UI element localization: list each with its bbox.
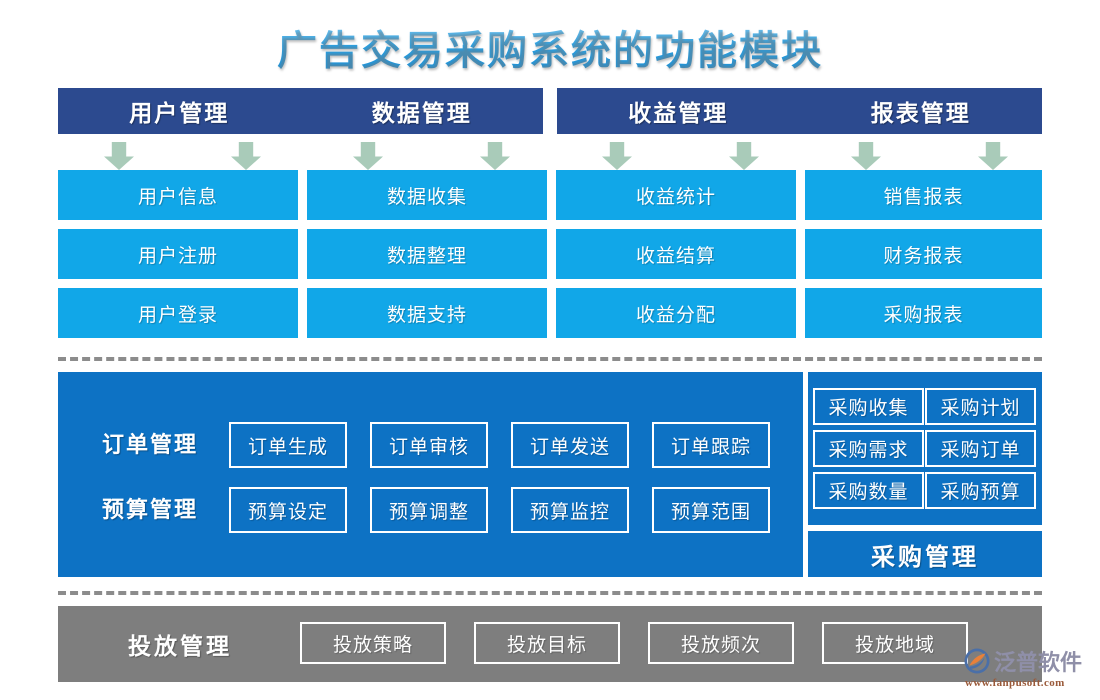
box-purchase-order[interactable]: 采购订单 [925, 430, 1036, 467]
leaf-revenue-settlement[interactable]: 收益结算 [556, 229, 796, 279]
panel-label-budget-management: 预算管理 [101, 497, 198, 522]
leaf-data-collect[interactable]: 数据收集 [307, 170, 547, 220]
box-budget-monitor[interactable]: 预算监控 [511, 487, 629, 533]
panel-label-order-management: 订单管理 [101, 432, 198, 457]
fanpu-logo-text: 泛普软件 [994, 650, 1083, 676]
dashed-divider-top [58, 357, 1042, 361]
header-cell-report-management[interactable]: 报表管理 [870, 101, 971, 126]
order-budget-panel [58, 372, 803, 577]
delivery-management-bar [58, 606, 1042, 682]
down-arrow-icon [978, 142, 1008, 170]
down-arrow-icon [231, 142, 261, 170]
down-arrow-icon [851, 142, 881, 170]
box-delivery-region[interactable]: 投放地域 [822, 622, 968, 664]
box-order-review[interactable]: 订单审核 [370, 422, 488, 468]
leaf-data-support[interactable]: 数据支持 [307, 288, 547, 338]
leaf-user-info[interactable]: 用户信息 [58, 170, 298, 220]
box-purchase-plan[interactable]: 采购计划 [925, 388, 1036, 425]
box-budget-set[interactable]: 预算设定 [229, 487, 347, 533]
box-purchase-demand[interactable]: 采购需求 [813, 430, 924, 467]
box-purchase-collect[interactable]: 采购收集 [813, 388, 924, 425]
dashed-divider-bottom [58, 591, 1042, 595]
fanpu-logo-url: www.fanpusoft.com [965, 677, 1065, 689]
fanpu-logo[interactable]: 泛普软件 www.fanpusoft.com [963, 646, 1098, 696]
down-arrow-icon [729, 142, 759, 170]
down-arrow-icon [104, 142, 134, 170]
box-order-send[interactable]: 订单发送 [511, 422, 629, 468]
header-cell-data-management[interactable]: 数据管理 [371, 101, 472, 126]
box-purchase-qty[interactable]: 采购数量 [813, 472, 924, 509]
purchase-management-title[interactable]: 采购管理 [808, 531, 1042, 577]
down-arrow-icon [602, 142, 632, 170]
header-cell-user-management[interactable]: 用户管理 [129, 101, 230, 126]
leaf-purchase-report[interactable]: 采购报表 [805, 288, 1042, 338]
leaf-revenue-allocation[interactable]: 收益分配 [556, 288, 796, 338]
leaf-user-register[interactable]: 用户注册 [58, 229, 298, 279]
box-delivery-strategy[interactable]: 投放策略 [300, 622, 446, 664]
leaf-data-organize[interactable]: 数据整理 [307, 229, 547, 279]
header-bar-group-2: 收益管理 报表管理 [557, 88, 1042, 134]
down-arrow-icon [480, 142, 510, 170]
leaf-user-login[interactable]: 用户登录 [58, 288, 298, 338]
box-budget-range[interactable]: 预算范围 [652, 487, 770, 533]
box-delivery-frequency[interactable]: 投放频次 [648, 622, 794, 664]
bar-label-delivery-management: 投放管理 [128, 634, 232, 659]
header-cell-revenue-management[interactable]: 收益管理 [628, 101, 729, 126]
box-delivery-target[interactable]: 投放目标 [474, 622, 620, 664]
down-arrow-icon [353, 142, 383, 170]
leaf-finance-report[interactable]: 财务报表 [805, 229, 1042, 279]
fanpu-swoosh-icon [963, 647, 991, 675]
page-title: 广告交易采购系统的功能模块 [0, 18, 1100, 76]
header-bar-group-1: 用户管理 数据管理 [58, 88, 543, 134]
box-order-track[interactable]: 订单跟踪 [652, 422, 770, 468]
box-budget-adjust[interactable]: 预算调整 [370, 487, 488, 533]
leaf-sales-report[interactable]: 销售报表 [805, 170, 1042, 220]
leaf-revenue-stats[interactable]: 收益统计 [556, 170, 796, 220]
box-order-generate[interactable]: 订单生成 [229, 422, 347, 468]
box-purchase-budget[interactable]: 采购预算 [925, 472, 1036, 509]
